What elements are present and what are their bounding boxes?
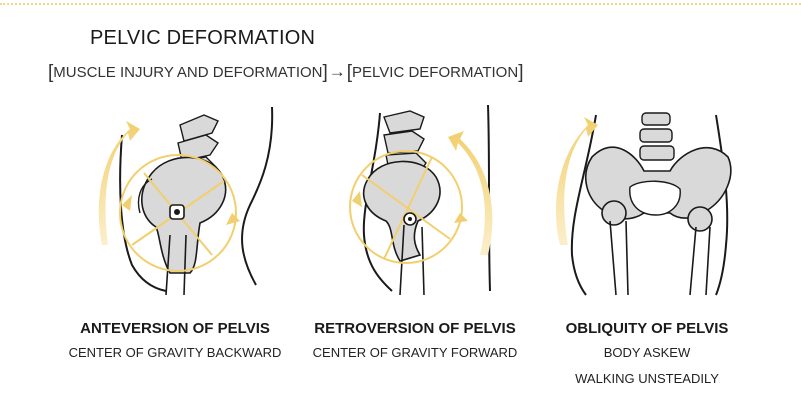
obliquity-illustration xyxy=(530,95,770,305)
spine-icon xyxy=(639,112,675,161)
close-bracket: ] xyxy=(518,62,524,83)
arrow-icon: → xyxy=(328,62,346,81)
close-bracket: ] xyxy=(322,62,328,83)
pelvis-icon xyxy=(362,160,441,262)
anteversion-illustration xyxy=(60,95,290,305)
anteversion-heading: ANTEVERSION OF PELVIS xyxy=(80,320,270,337)
obliquity-description-1: BODY ASKEW xyxy=(603,345,691,360)
retroversion-description: CENTER OF GRAVITY FORWARD xyxy=(312,345,518,360)
subtitle: [MUSCLE INJURY AND DEFORMATION]→[PELVIC … xyxy=(48,62,523,84)
obliquity-heading: OBLIQUITY OF PELVIS xyxy=(565,320,729,337)
open-bracket: [ xyxy=(48,62,54,83)
page-title: PELVIC DEFORMATION xyxy=(90,27,316,49)
retroversion-heading: RETROVERSION OF PELVIS xyxy=(314,320,516,337)
subtitle-cause: MUSCLE INJURY AND DEFORMATION xyxy=(53,64,323,81)
open-bracket: [ xyxy=(346,62,353,83)
retroversion-illustration xyxy=(300,95,530,305)
subtitle-effect: PELVIC DEFORMATION xyxy=(352,64,519,81)
obliquity-description-2: WALKING UNSTEADILY xyxy=(575,371,719,386)
anteversion-description: CENTER OF GRAVITY BACKWARD xyxy=(68,345,282,360)
top-dotted-rule xyxy=(0,3,801,5)
